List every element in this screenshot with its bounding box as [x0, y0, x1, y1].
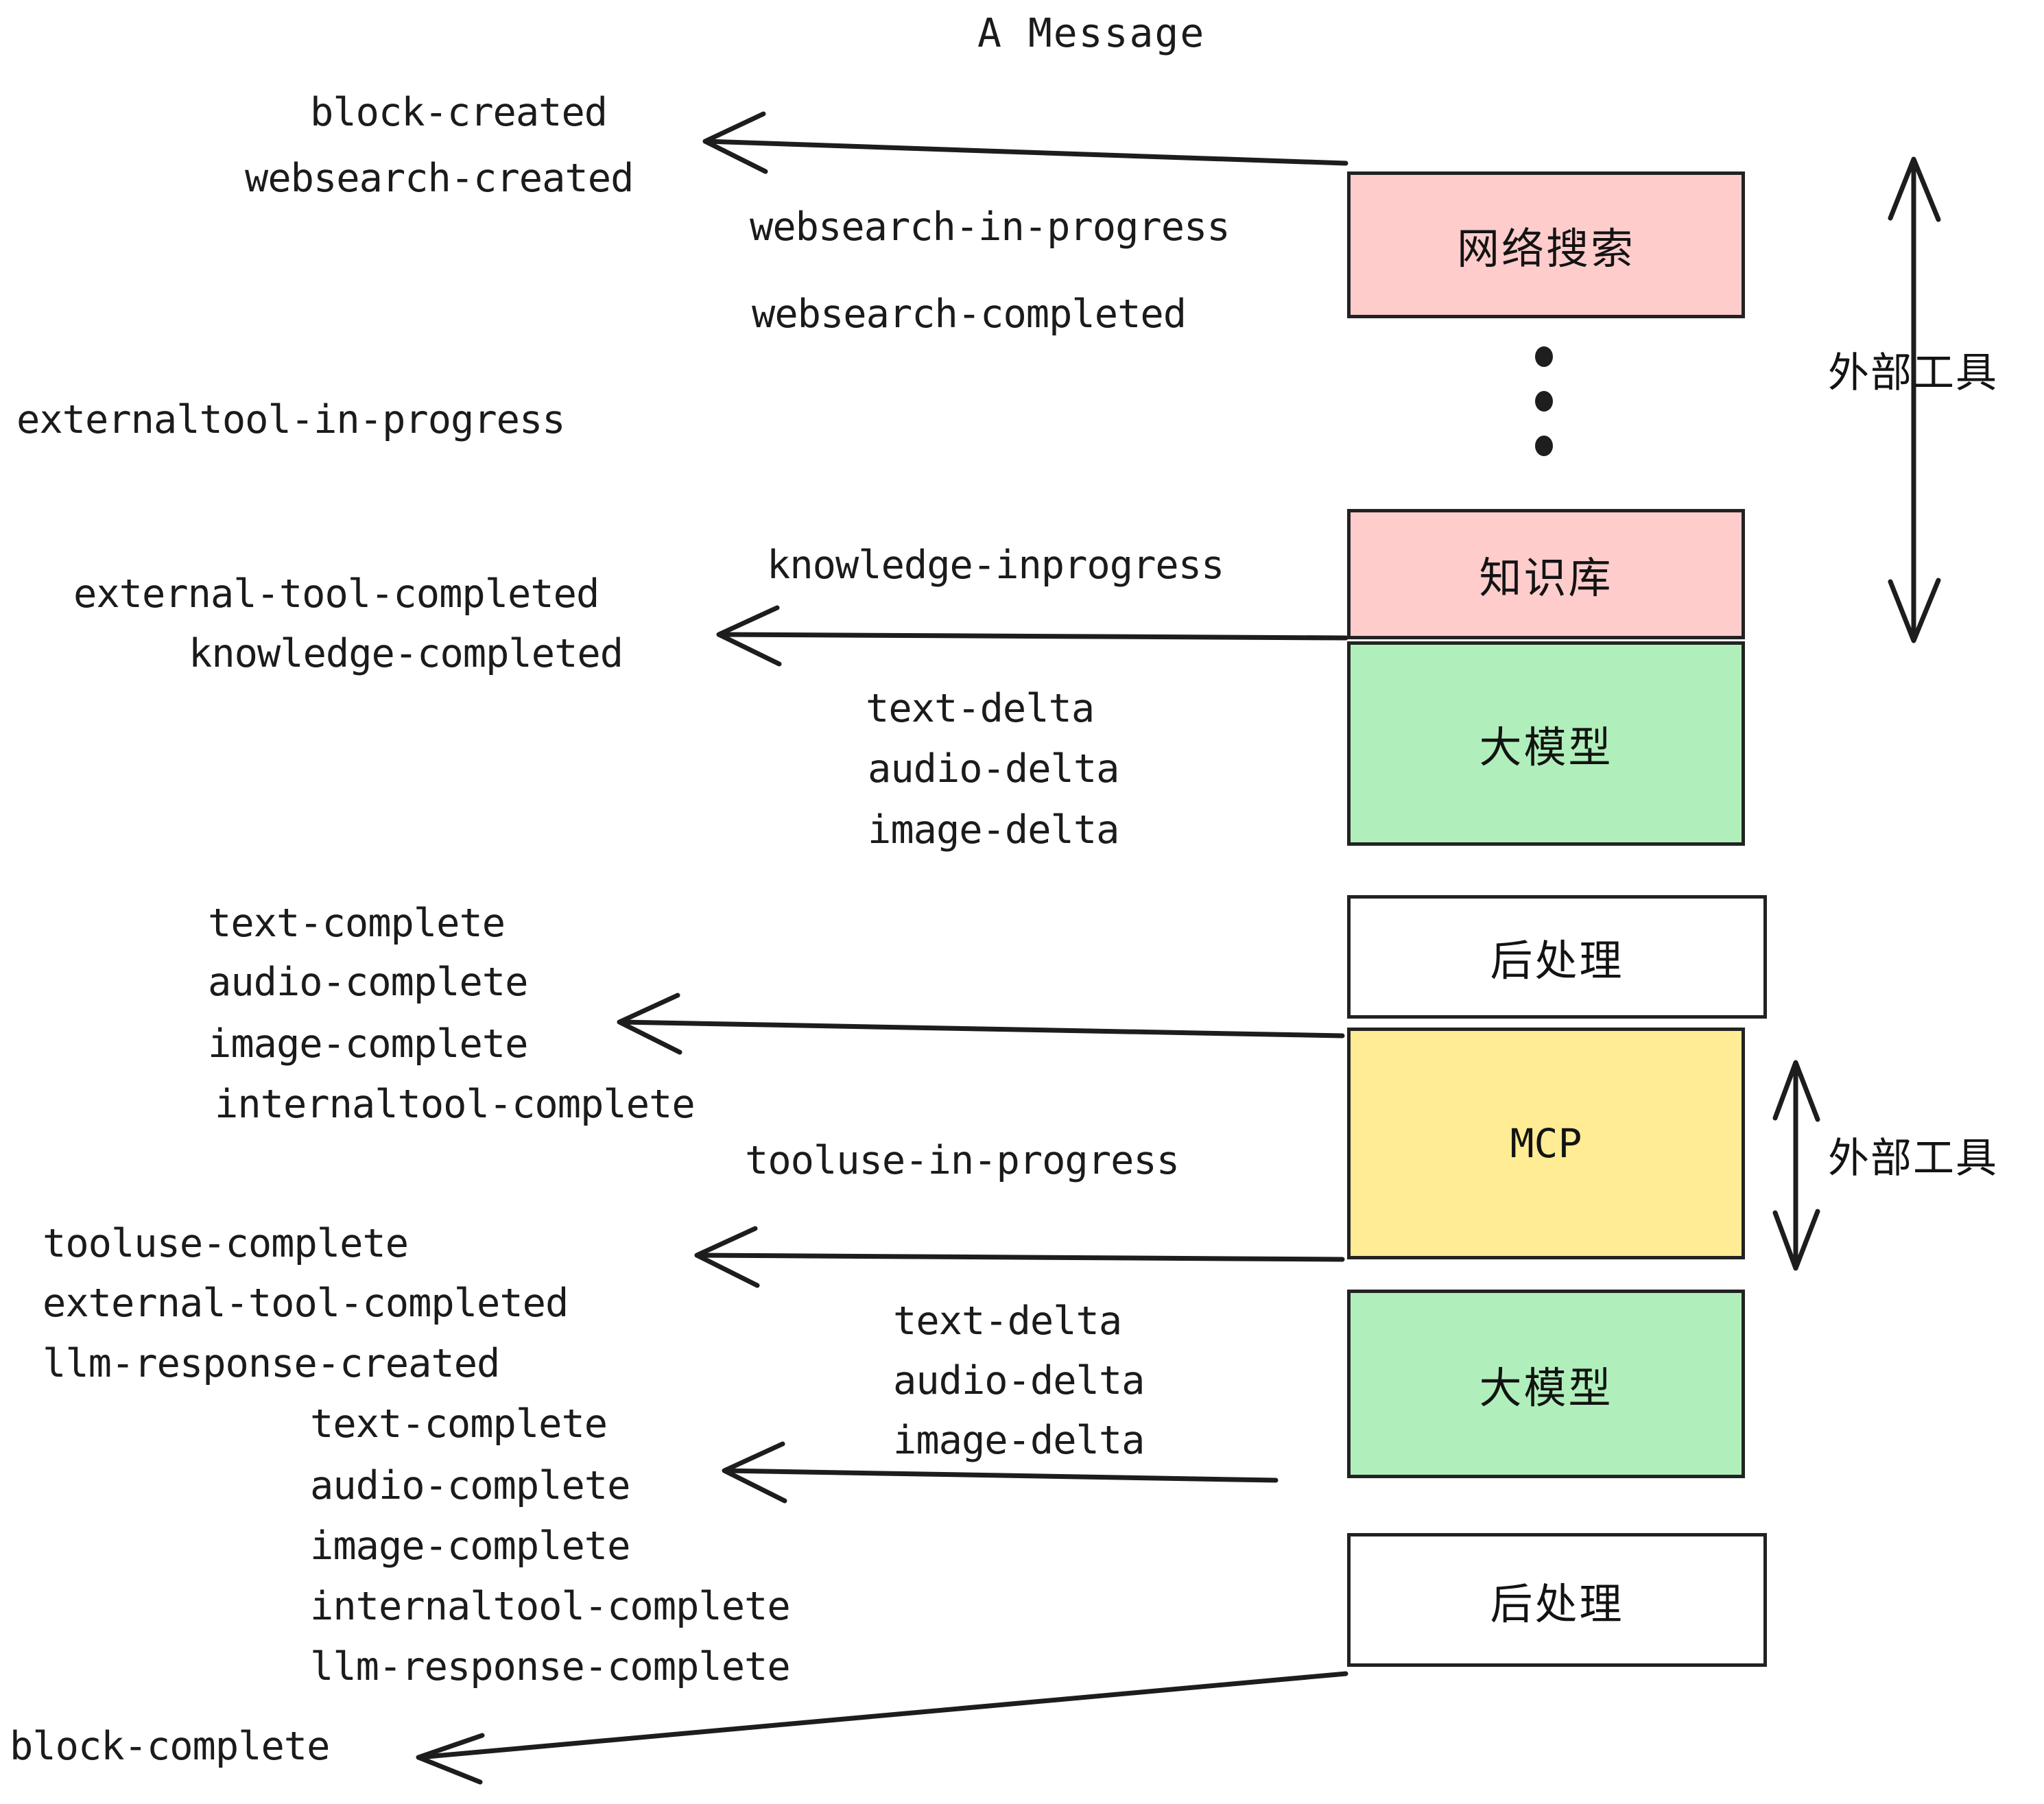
event-externaltool-in-progress: externaltool-in-progress: [16, 397, 566, 442]
event-llm-response-complete: llm-response-complete: [310, 1644, 791, 1689]
arrow-websearch-to-block: [702, 111, 1348, 174]
box-mcp[interactable]: MCP: [1347, 1028, 1745, 1259]
event-text-delta-first: text-delta: [866, 686, 1095, 731]
event-block-complete: block-complete: [10, 1724, 330, 1769]
ellipsis-dot: [1535, 346, 1553, 367]
arrow-mcp-to-tooluse-complete: [694, 1226, 1345, 1288]
box-postprocess-second-label: 后处理: [1490, 1578, 1624, 1629]
box-knowledge[interactable]: 知识库: [1347, 509, 1745, 639]
event-websearch-created: websearch-created: [245, 156, 634, 201]
annotation-external-tools-bottom: 外部工具: [1828, 1135, 1998, 1183]
event-text-complete-second: text-complete: [310, 1401, 608, 1447]
event-text-delta-second: text-delta: [893, 1298, 1122, 1344]
arrow-knowledge-to-knowledge-completed: [716, 605, 1348, 667]
event-text-complete-first: text-complete: [208, 901, 506, 946]
box-postprocess-second[interactable]: 后处理: [1347, 1533, 1767, 1667]
event-image-complete-first: image-complete: [208, 1021, 528, 1067]
vertical-ellipsis-icon: [1534, 346, 1554, 456]
event-websearch-completed: websearch-completed: [752, 292, 1187, 337]
double-arrow-external-tools-top: [1888, 156, 1941, 643]
event-internaltool-complete-second: internaltool-complete: [310, 1584, 791, 1629]
box-llm-second-label: 大模型: [1479, 1362, 1613, 1413]
box-llm-second[interactable]: 大模型: [1347, 1290, 1745, 1478]
box-llm-first-label: 大模型: [1479, 722, 1613, 772]
event-audio-delta-first: audio-delta: [868, 746, 1119, 792]
box-websearch[interactable]: 网络搜索: [1347, 171, 1745, 318]
annotation-external-tools-top: 外部工具: [1828, 349, 1998, 397]
arrow-postprocess2-to-block-complete: [416, 1671, 1348, 1785]
event-external-tool-completed-first: external-tool-completed: [73, 571, 599, 617]
box-postprocess-first[interactable]: 后处理: [1347, 895, 1767, 1019]
double-arrow-external-tools-bottom: [1772, 1060, 1820, 1271]
event-audio-complete-second: audio-complete: [310, 1463, 630, 1508]
event-internaltool-complete-first: internaltool-complete: [215, 1082, 696, 1127]
event-knowledge-completed: knowledge-completed: [189, 631, 623, 676]
event-audio-complete-first: audio-complete: [208, 960, 528, 1005]
box-mcp-label: MCP: [1510, 1120, 1582, 1167]
event-tooluse-complete: tooluse-complete: [43, 1221, 409, 1266]
box-websearch-label: 网络搜索: [1456, 224, 1635, 274]
ellipsis-dot: [1535, 391, 1553, 412]
box-knowledge-label: 知识库: [1479, 553, 1613, 603]
event-tooluse-in-progress: tooluse-in-progress: [745, 1138, 1180, 1183]
event-llm-response-created: llm-response-created: [43, 1341, 500, 1386]
arrow-llm1-to-image-complete: [617, 993, 1345, 1055]
event-audio-delta-second: audio-delta: [893, 1358, 1145, 1403]
box-llm-first[interactable]: 大模型: [1347, 641, 1745, 846]
event-image-delta-first: image-delta: [868, 807, 1119, 853]
event-knowledge-inprogress: knowledge-inprogress: [767, 543, 1224, 588]
box-postprocess-first-label: 后处理: [1490, 936, 1624, 986]
event-external-tool-completed-second: external-tool-completed: [43, 1281, 569, 1326]
ellipsis-dot: [1535, 436, 1553, 456]
page-title: A Message: [977, 10, 1206, 56]
event-block-created: block-created: [310, 90, 608, 135]
event-websearch-in-progress: websearch-in-progress: [750, 204, 1231, 250]
event-image-complete-second: image-complete: [310, 1523, 630, 1569]
event-image-delta-second: image-delta: [893, 1418, 1145, 1463]
